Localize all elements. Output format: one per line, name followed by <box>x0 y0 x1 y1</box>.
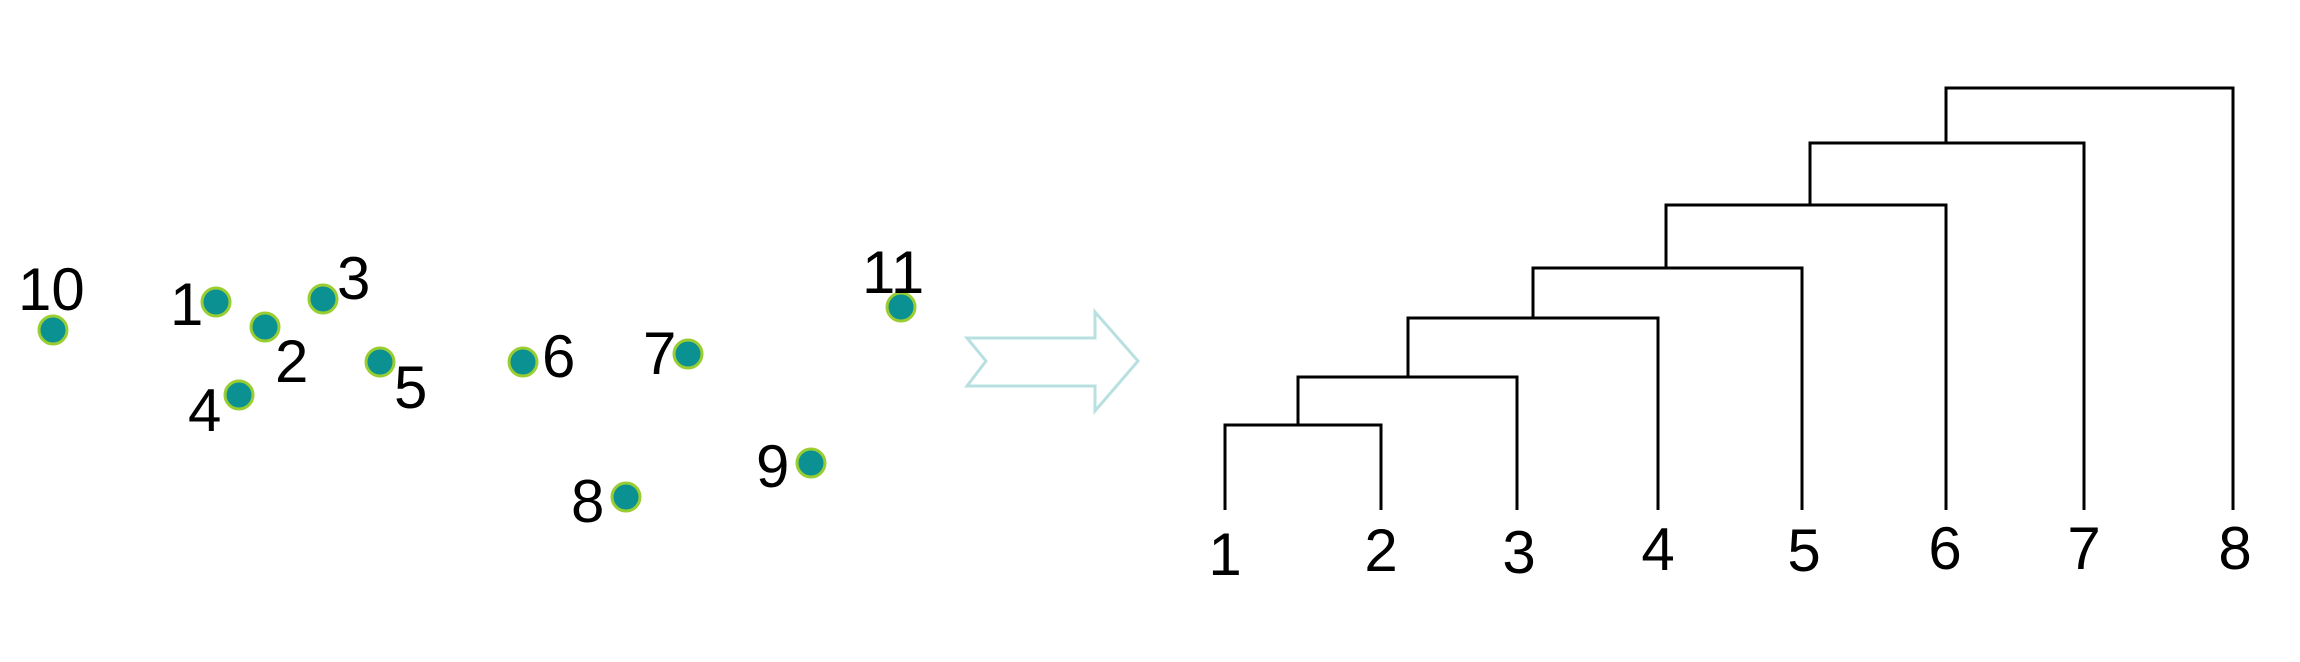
dendrogram-link-f-8 <box>1944 86 2235 510</box>
point-2 <box>249 311 281 343</box>
leaf-label-3: 3 <box>1502 519 1535 586</box>
point-5 <box>364 346 396 378</box>
dendrogram <box>1223 86 2235 510</box>
point-9 <box>795 447 827 479</box>
point-4 <box>223 379 255 411</box>
point-label-8: 8 <box>571 468 604 535</box>
dendrogram-link-d-6 <box>1664 203 1948 510</box>
point-label-11: 11 <box>862 239 924 306</box>
point-8 <box>610 481 642 513</box>
point-7 <box>672 338 704 370</box>
leaf-label-7: 7 <box>2067 515 2100 582</box>
point-label-5: 5 <box>394 354 427 421</box>
point-6 <box>507 346 539 378</box>
dendrogram-link-a-3 <box>1296 375 1519 510</box>
point-label-6: 6 <box>542 323 575 390</box>
point-11 <box>885 291 917 323</box>
leaf-label-1: 1 <box>1208 521 1241 588</box>
leaf-label-4: 4 <box>1641 516 1674 583</box>
point-label-9: 9 <box>756 433 789 500</box>
point-label-1: 1 <box>170 271 203 338</box>
leaf-label-5: 5 <box>1787 517 1820 584</box>
point-label-7: 7 <box>643 320 676 387</box>
point-10 <box>37 314 69 346</box>
point-label-3: 3 <box>337 245 370 312</box>
leaf-label-2: 2 <box>1364 517 1397 584</box>
point-label-10: 10 <box>18 256 85 323</box>
leaf-label-8: 8 <box>2218 515 2251 582</box>
dendrogram-link-1-2 <box>1223 423 1383 510</box>
dendrogram-leaf-labels: 1 2 3 4 5 6 7 8 <box>1208 515 2251 588</box>
point-label-4: 4 <box>188 377 221 444</box>
point-label-2: 2 <box>275 328 308 395</box>
point-1 <box>200 286 232 318</box>
dendrogram-link-c-5 <box>1531 266 1804 510</box>
scatter-panel: 10 1 2 3 4 5 6 7 8 9 11 <box>18 239 924 535</box>
dendrogram-link-b-4 <box>1406 316 1660 510</box>
leaf-label-6: 6 <box>1928 515 1961 582</box>
right-arrow-icon <box>963 308 1140 416</box>
point-3 <box>307 283 339 315</box>
